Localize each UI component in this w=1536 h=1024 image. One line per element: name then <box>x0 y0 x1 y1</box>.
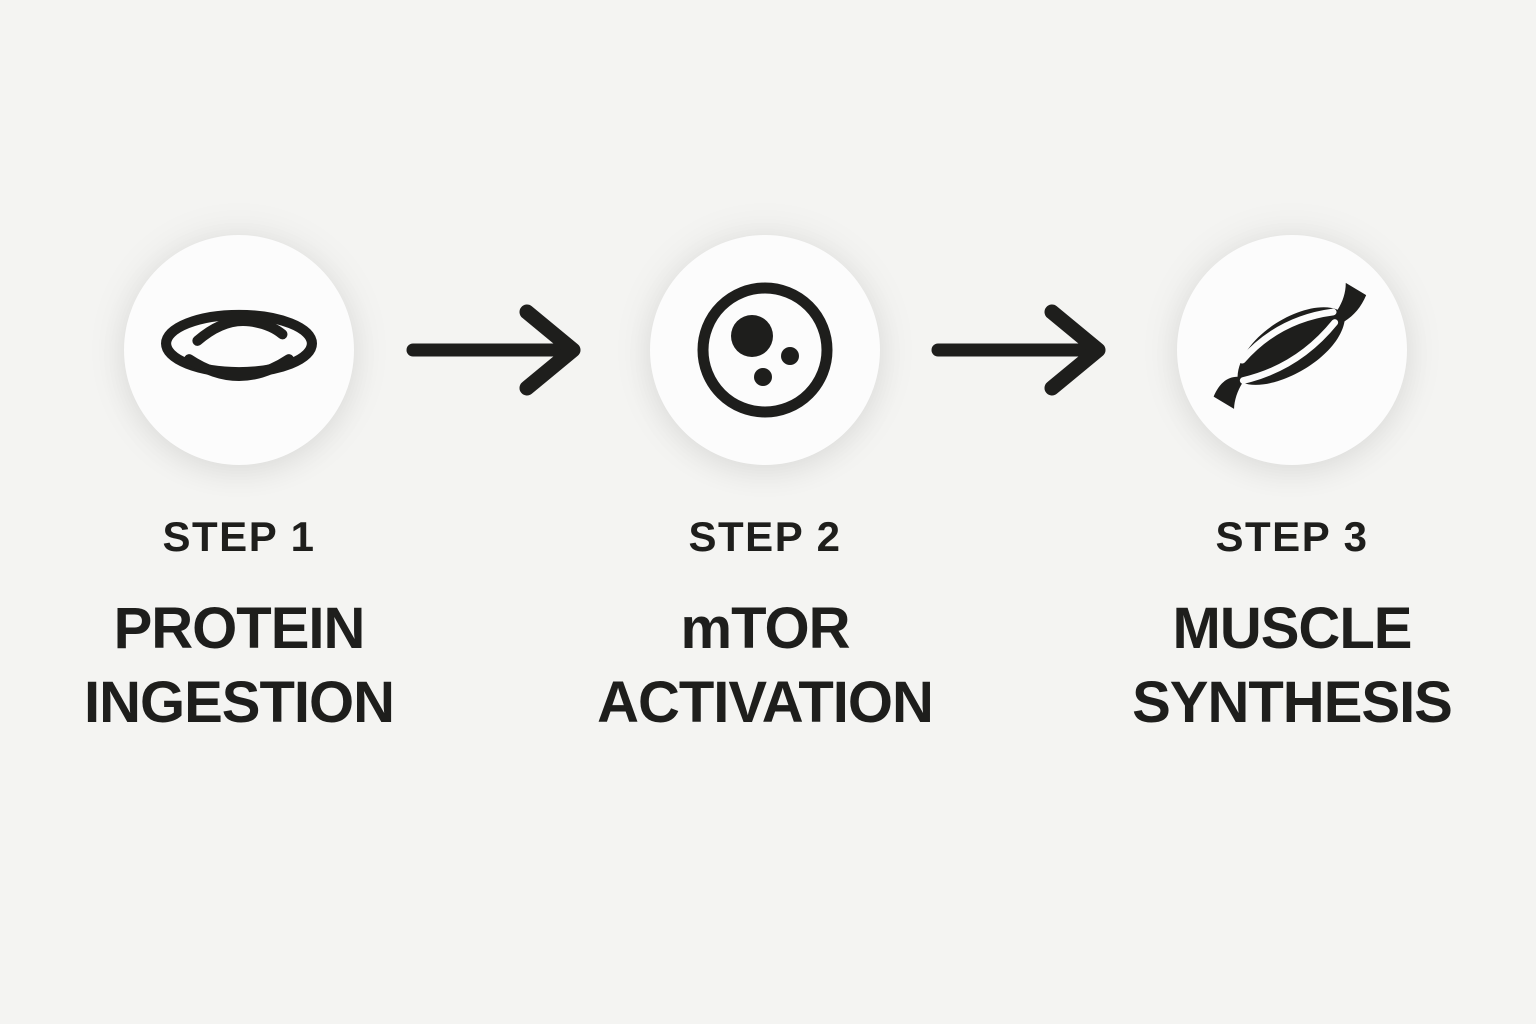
step-2-label: STEP 2 <box>688 513 842 560</box>
cell-icon-circle <box>650 235 880 465</box>
step-3-title: MUSCLE SYNTHESIS <box>1132 592 1453 740</box>
step-1-title-line-2: INGESTION <box>83 670 395 736</box>
step-column-1: STEP 1 PROTEIN INGESTION <box>0 235 479 740</box>
arrow-right-icon <box>931 304 1106 396</box>
step-3-title-line-2: SYNTHESIS <box>1132 670 1453 736</box>
step-column-3: STEP 3 MUSCLE SYNTHESIS <box>1052 235 1532 740</box>
step-column-2: STEP 2 mTOR ACTIVATION <box>525 235 1005 740</box>
step-1-title-line-1: PROTEIN <box>113 596 366 661</box>
muscle-icon-circle <box>1177 235 1407 465</box>
step-2-title-line-1: mTOR <box>680 596 851 661</box>
arrow-right-icon <box>406 304 581 396</box>
step-3-label: STEP 3 <box>1215 513 1369 560</box>
step-2-title: mTOR ACTIVATION <box>597 592 934 740</box>
muscle-icon <box>1213 282 1367 409</box>
cell-icon <box>697 282 833 418</box>
plate-icon-circle <box>124 235 354 465</box>
step-3-title-line-1: MUSCLE <box>1172 596 1413 661</box>
step-1-label: STEP 1 <box>162 513 316 560</box>
step-1-title: PROTEIN INGESTION <box>83 592 395 740</box>
step-2-title-line-2: ACTIVATION <box>597 670 934 736</box>
plate-icon <box>161 309 317 381</box>
